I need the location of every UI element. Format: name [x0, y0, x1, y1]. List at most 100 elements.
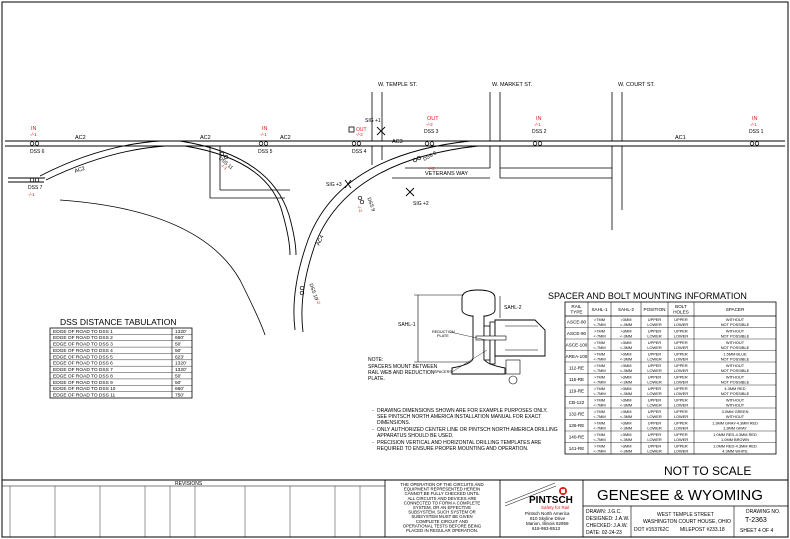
disclaimer-line: CONNECTED TO FORM A COMPLETE: [404, 500, 481, 505]
spacer-table-cell: >7MM: [594, 443, 605, 448]
spacer-table-cell: <-7MM: [593, 379, 605, 384]
note-bullet: SEE PINTSCH NORTH AMERICA INSTALLATION M…: [377, 414, 541, 420]
spacer-table-cell: 4.3MM WHITE: [722, 448, 748, 453]
spacer-table-cell: <-7MM: [593, 414, 605, 419]
disclaimer-line: ALL CIRCUITS AND DEVICES ARE: [408, 496, 477, 501]
sahl2-label: SAHL-2: [504, 305, 522, 311]
title-block: REVISIONS THE OPERATION OF THE CIRCUITS …: [2, 479, 788, 537]
spacer-table-cell: >7MM: [594, 374, 605, 379]
sahl1-label: SAHL-1: [398, 322, 416, 328]
tabulation-label: EDGE OF ROAD TO DSS 8: [53, 373, 113, 379]
disclaimer-line: COMPLETE CIRCUIT AND: [416, 519, 468, 524]
dss-label: DSS 9: [365, 197, 376, 213]
milepost: MILEPOST #233.18: [680, 527, 725, 533]
disclaimer-line: SYSTEM, OR AN EFFECTIVE: [413, 505, 471, 510]
spacer-table-cell: <-7MM: [593, 391, 605, 396]
circuit-label: AC3: [392, 139, 403, 145]
spacer-table-cell: NOT POSSIBLE: [721, 368, 750, 373]
spacer-table-header: SAHL-2: [618, 307, 635, 312]
spacer-table-cell: UPPER: [648, 409, 662, 414]
spacer-table-header: POSITION: [644, 307, 666, 312]
spacer-table-cell: UPPER: [648, 317, 662, 322]
spacer-table-cell: >3MM: [621, 420, 632, 425]
spacer-table-cell: 1.3MM GRAY: [723, 425, 747, 430]
spacer-table-header: HOLES: [673, 310, 689, 315]
dss-marker-7: DSS 7 -/-1: [28, 177, 43, 197]
dss-label: DSS 2: [532, 129, 547, 135]
checked-by: CHECKED: J.A.W.: [586, 523, 628, 529]
drawing-date: DATE: 02-24-23: [586, 530, 622, 536]
spacer-table-cell: UPPER: [674, 420, 688, 425]
tabulation-value: 50': [175, 342, 181, 348]
spacer-table-header: SAHL-1: [591, 307, 608, 312]
tabulation-value: 50': [175, 348, 181, 354]
tabulation-value: 660': [175, 335, 184, 341]
spacer-table-cell: >7MM: [594, 409, 605, 414]
spacer-table-cell: 1.5MM BLUE: [723, 351, 747, 356]
note-bullet: DRAWING DIMENSIONS SHOWN ARE FOR EXAMPLE…: [377, 408, 548, 414]
spacer-table-rail: 119-RE: [569, 389, 584, 394]
spacer-table-cell: WITHOUT: [726, 397, 745, 402]
spacer-table-cell: 1.0MM RED-4.3MM RED: [713, 432, 757, 437]
svg-text:-: -: [372, 440, 374, 446]
spacer-table-cell: UPPER: [648, 363, 662, 368]
spacer-table-cell: UPPER: [648, 443, 662, 448]
note-title: NOTE:: [368, 357, 383, 363]
spacer-table-cell: >7MM: [594, 363, 605, 368]
tabulation-value: 623': [175, 354, 184, 360]
spacer-table-cell: LOWER: [674, 322, 688, 327]
dss-distance-tabulation: DSS DISTANCE TABULATION EDGE OF ROAD TO …: [49, 317, 193, 399]
dss-dist: -/-1: [220, 163, 229, 171]
signal-label: SIG +1: [365, 118, 381, 124]
spacer-table-cell: <-7MM: [593, 345, 605, 350]
svg-text:-: -: [372, 427, 374, 433]
disclaimer-line: SUBSYSTEM MUST BE GIVEN: [411, 514, 472, 519]
spacer-table-cell: NOT POSSIBLE: [721, 379, 750, 384]
spacer-table-cell: >7MM: [594, 351, 605, 356]
spacer-bolt-table: SPACER AND BOLT MOUNTING INFORMATION RAI…: [548, 291, 777, 455]
spacer-table-cell: LOWER: [647, 345, 661, 350]
spacer-table-cell: <-3MM: [620, 414, 632, 419]
spacer-table-cell: UPPER: [648, 340, 662, 345]
spacer-table-cell: UPPER: [674, 351, 688, 356]
spacer-table-rail: AREA-100: [566, 354, 588, 359]
note-line: PLATE.: [368, 376, 385, 382]
spacer-table-cell: UPPER: [648, 351, 662, 356]
dss-marker-9: DSS 9 -/-2: [356, 195, 376, 213]
spacer-table-cell: <-3MM: [620, 345, 632, 350]
spacer-table-cell: >7MM: [594, 317, 605, 322]
note-bullet: DIMENSIONS.: [377, 420, 410, 426]
spacer-table-cell: >3MM: [621, 386, 632, 391]
tabulation-title: DSS DISTANCE TABULATION: [60, 317, 177, 327]
spacer-table-cell: >3MM: [621, 409, 632, 414]
company-name: GENESEE & WYOMING: [597, 487, 763, 504]
spacer-table-cell: LOWER: [647, 368, 661, 373]
spacer-table-cell: >7MM: [594, 386, 605, 391]
spacer-table-cell: UPPER: [648, 328, 662, 333]
spacer-table-cell: <-3MM: [620, 356, 632, 361]
spacer-table-cell: UPPER: [674, 340, 688, 345]
tabulation-label: EDGE OF ROAD TO DSS 9: [53, 380, 113, 386]
pintsch-address: 810 Skyline Drive: [530, 516, 566, 521]
spacer-table-rail: ASCE-80: [567, 320, 587, 325]
tabulation-value: 50': [175, 380, 181, 386]
spacer-table-cell: 1.0MM BROWN: [721, 437, 749, 442]
dss-label: DSS 10: [307, 283, 319, 301]
circuit-label: AC2: [74, 166, 86, 175]
spacer-table-cell: >3MM: [621, 363, 632, 368]
tabulation-label: EDGE OF ROAD TO DSS 10: [53, 386, 116, 392]
tabulation-value: 50': [175, 373, 181, 379]
dss-marker-6: IN -/-1 DSS 6: [29, 126, 45, 155]
spacer-table-cell: LOWER: [674, 391, 688, 396]
spacer-table-cell: LOWER: [647, 322, 661, 327]
spacer-table-rail: 132-RE: [569, 412, 585, 417]
spacer-table-cell: LOWER: [647, 402, 661, 407]
spacer-table-cell: WITHOUT: [726, 414, 745, 419]
spacer-table-cell: >7MM: [594, 432, 605, 437]
note-line: RAIL WEB AND REDUCTION: [368, 370, 435, 376]
dss-dist: -/-2: [428, 166, 435, 171]
spacer-table-cell: WITHOUT: [726, 317, 745, 322]
street-label-w-market: W. MARKET ST.: [492, 82, 533, 88]
spacer-table-cell: LOWER: [674, 448, 688, 453]
